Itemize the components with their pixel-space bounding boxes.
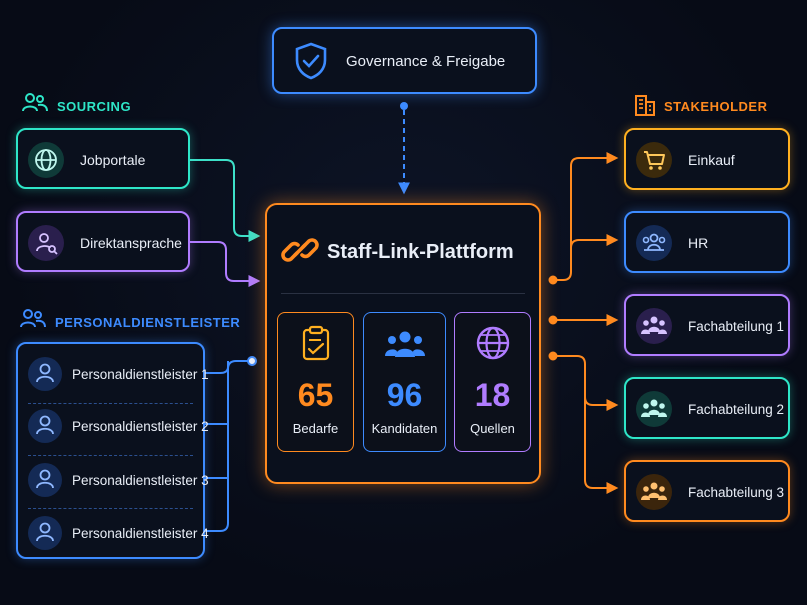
jobportale-connector (190, 159, 261, 242)
stakeholder-fachabteilung-1[interactable]: Fachabteilung 1 (624, 294, 790, 356)
users-group-icon (636, 391, 672, 427)
user-icon (28, 463, 62, 497)
users-group-icon (636, 474, 672, 510)
globe-icon (476, 326, 510, 360)
personaldienstleister-label: Personaldienstleister 2 (72, 419, 209, 434)
jobportale-box[interactable]: Jobportale (16, 128, 190, 189)
stakeholder-connectors (548, 152, 619, 494)
stat-label: Bedarfe (292, 421, 339, 436)
jobportale-label: Jobportale (80, 152, 146, 168)
stat-value: 18 (474, 377, 511, 413)
user-icon (28, 409, 62, 443)
personaldienstleister-label: Personaldienstleister 4 (72, 526, 209, 541)
stat-value: 65 (297, 377, 334, 413)
users-icon (22, 93, 48, 112)
globe-icon (28, 142, 64, 178)
stakeholder-fachabteilung-2[interactable]: Fachabteilung 2 (624, 377, 790, 439)
users-group-icon (636, 308, 672, 344)
personaldienstleister-connector (205, 356, 257, 532)
platform-title: Staff-Link-Plattform (327, 241, 514, 263)
personaldienstleister-title: PERSONALDIENSTLEISTER (55, 315, 241, 330)
cart-icon (636, 142, 672, 178)
governance-connector (398, 102, 410, 195)
users-icon (20, 309, 46, 328)
direktansprache-box[interactable]: Direktansprache (16, 211, 190, 272)
shield-check-icon (295, 42, 327, 80)
governance-box[interactable]: Governance & Freigabe (272, 27, 537, 94)
direktansprache-label: Direktansprache (80, 235, 182, 251)
stakeholder-fachabteilung-3[interactable]: Fachabteilung 3 (624, 460, 790, 522)
users-group-icon (636, 225, 672, 261)
list-item-personaldienstleister-4[interactable]: Personaldienstleister 4 (18, 508, 209, 558)
personaldienstleister-label: Personaldienstleister 1 (72, 367, 209, 382)
users-group-icon (385, 331, 425, 357)
stat-kandidaten[interactable]: 96 Kandidaten (363, 312, 446, 452)
stakeholder-label: Fachabteilung 1 (688, 319, 785, 334)
stat-label: Quellen (470, 421, 515, 436)
sourcing-title: SOURCING (57, 99, 132, 114)
divider (28, 455, 193, 456)
building-icon (635, 95, 655, 116)
stat-label: Kandidaten (371, 421, 438, 436)
personaldienstleister-label: Personaldienstleister 3 (72, 473, 209, 488)
user-search-icon (28, 225, 64, 261)
stat-bedarfe[interactable]: 65 Bedarfe (277, 312, 354, 452)
personaldienstleister-list: Personaldienstleister 1 Personaldienstle… (16, 342, 209, 559)
divider (281, 293, 525, 294)
link-icon (281, 238, 319, 262)
governance-label: Governance & Freigabe (346, 53, 506, 70)
divider (28, 403, 193, 404)
divider (28, 508, 193, 509)
clipboard-check-icon (302, 325, 330, 361)
list-item-personaldienstleister-1[interactable]: Personaldienstleister 1 (18, 349, 209, 399)
stakeholder-label: Fachabteilung 3 (688, 485, 785, 500)
stakeholder-einkauf[interactable]: Einkauf (624, 128, 790, 190)
user-icon (28, 516, 62, 550)
stakeholder-title: STAKEHOLDER (664, 99, 768, 114)
list-item-personaldienstleister-3[interactable]: Personaldienstleister 3 (18, 455, 209, 505)
platform-box[interactable]: Staff-Link-Plattform 65 Bedarfe 96 Kandi… (265, 203, 541, 484)
stakeholder-label: HR (688, 235, 709, 251)
stakeholder-label: Fachabteilung 2 (688, 402, 785, 417)
stakeholder-hr[interactable]: HR (624, 211, 790, 273)
stat-value: 96 (386, 377, 423, 413)
direktansprache-connector (190, 241, 261, 287)
stakeholder-label: Einkauf (688, 152, 735, 168)
list-item-personaldienstleister-2[interactable]: Personaldienstleister 2 (18, 401, 209, 451)
user-icon (28, 357, 62, 391)
stat-quellen[interactable]: 18 Quellen (454, 312, 531, 452)
